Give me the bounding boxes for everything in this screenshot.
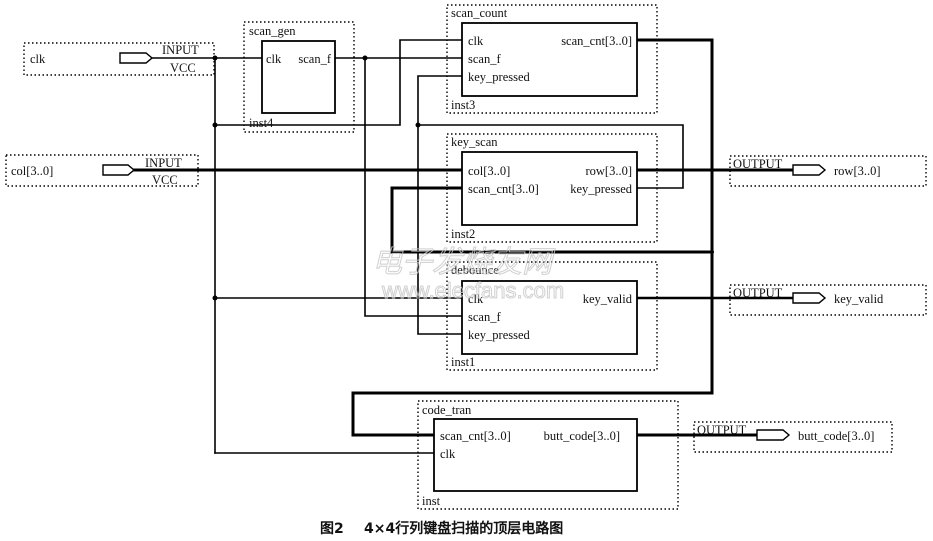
pin-border (5, 154, 199, 187)
pin-col-input[interactable]: col[3..0] INPUT VCC (5, 154, 199, 187)
figure-caption: 图2 4×4行列键盘扫描的顶层电路图 (320, 520, 563, 537)
watermark-chinese: 电子发烧友网 (372, 245, 556, 280)
input-pin-icon (119, 52, 154, 64)
pin-name: col[3..0] (11, 164, 53, 178)
pin-clk-input[interactable]: clk INPUT VCC (23, 42, 215, 76)
module-code-tran[interactable]: code_tran scan_cnt[3..0] clk butt_code[3… (417, 400, 679, 510)
junction-dots (212, 55, 714, 301)
output-pin-icon (792, 292, 827, 304)
module-name: scan_gen (249, 24, 296, 38)
module-name: scan_count (451, 6, 508, 20)
port-input: col[3..0] (468, 164, 510, 178)
output-pin-icon (792, 164, 827, 176)
module-body (461, 22, 638, 97)
watermark-url: www.elecfans.com (381, 278, 564, 303)
pin-border (23, 42, 215, 76)
module-scan-gen[interactable]: scan_gen clk scan_f inst4 (243, 21, 355, 133)
module-body (261, 40, 336, 114)
port-input: clk (440, 447, 456, 461)
pin-type: INPUT (145, 156, 182, 170)
pin-type: OUTPUT (733, 286, 783, 300)
figure-label: 图2 (320, 521, 344, 537)
module-name: debounce (451, 263, 499, 277)
input-pin-icon (102, 164, 136, 176)
pin-key-valid-output[interactable]: OUTPUT key_valid (729, 284, 927, 316)
output-pin-icon (756, 429, 791, 441)
port-input: scan_cnt[3..0] (468, 182, 539, 196)
instance-border (446, 261, 658, 371)
port-input: scan_cnt[3..0] (440, 429, 511, 443)
port-input: clk (266, 52, 282, 66)
module-body (461, 151, 638, 226)
instance-border (446, 133, 658, 243)
instance-name: inst2 (451, 227, 475, 241)
junction-dot (212, 55, 218, 61)
pin-type: INPUT (162, 43, 199, 57)
junction-dot (212, 295, 218, 301)
pin-name: clk (30, 52, 46, 66)
pin-butt-code-output[interactable]: OUTPUT butt_code[3..0] (693, 421, 893, 453)
port-output: key_valid (583, 292, 633, 306)
port-input: key_pressed (468, 328, 531, 342)
instance-name: inst3 (451, 98, 475, 112)
instance-border (446, 4, 658, 114)
junction-dot (415, 122, 421, 128)
port-input: scan_f (468, 52, 501, 66)
junction-dot (212, 122, 218, 128)
pin-type: OUTPUT (733, 157, 783, 171)
port-output: scan_cnt[3..0] (561, 34, 632, 48)
port-output: row[3..0] (585, 164, 632, 178)
module-key-scan[interactable]: key_scan col[3..0] scan_cnt[3..0] row[3.… (446, 133, 658, 243)
pin-default: VCC (152, 173, 178, 187)
module-body (461, 280, 638, 355)
watermark: 电子发烧友网 www.elecfans.com (372, 245, 565, 304)
junction-dot (362, 55, 368, 61)
instance-name: inst (422, 494, 441, 508)
pin-name: row[3..0] (834, 164, 881, 178)
port-output: scan_f (298, 52, 331, 66)
module-body (433, 418, 638, 492)
pin-default: VCC (170, 61, 196, 75)
port-input: key_pressed (468, 70, 531, 84)
junction-dot (710, 250, 714, 254)
port-input: scan_f (468, 310, 501, 324)
pin-row-output[interactable]: OUTPUT row[3..0] (729, 155, 927, 187)
pin-border (693, 421, 893, 453)
instance-name: inst1 (451, 355, 475, 369)
port-input: clk (468, 34, 484, 48)
port-input: clk (468, 292, 484, 306)
module-debounce[interactable]: debounce clk scan_f key_pressed key_vali… (446, 261, 658, 371)
instance-name: inst4 (249, 116, 274, 130)
net-scan-cnt-bus (351, 38, 714, 437)
port-output: key_pressed (570, 182, 633, 196)
figure-title: 4×4行列键盘扫描的顶层电路图 (364, 520, 563, 537)
instance-border (243, 21, 355, 133)
pin-border (729, 284, 927, 316)
pin-type: OUTPUT (697, 423, 747, 437)
net-scan-f (334, 57, 463, 317)
pin-name: key_valid (834, 292, 884, 306)
pin-border (729, 155, 927, 187)
module-scan-count[interactable]: scan_count clk scan_f key_pressed scan_c… (446, 4, 658, 114)
module-name: code_tran (422, 403, 472, 417)
port-output: butt_code[3..0] (544, 429, 620, 443)
module-name: key_scan (451, 135, 498, 149)
pin-name: butt_code[3..0] (798, 429, 874, 443)
